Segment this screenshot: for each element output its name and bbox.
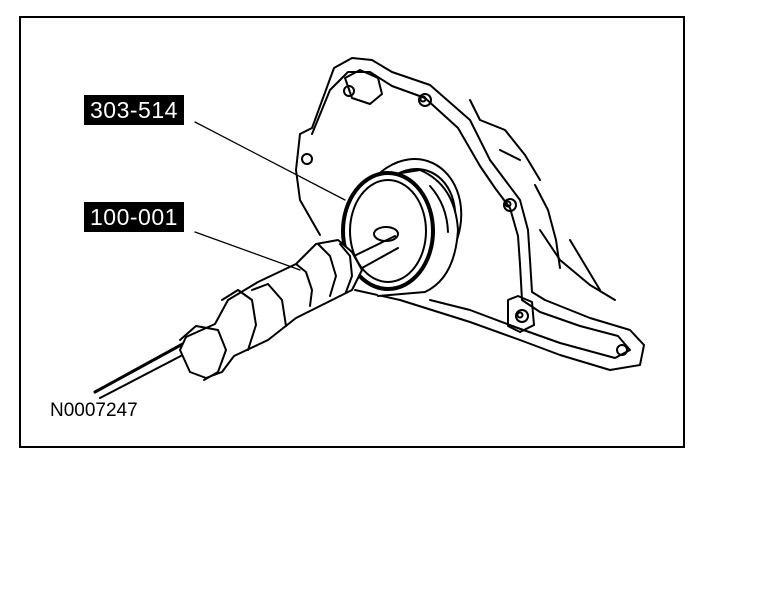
leader-line-1 — [194, 121, 346, 201]
figure-id-label: N0007247 — [50, 400, 138, 421]
callout-tool-100-001: 100-001 — [84, 202, 184, 232]
leader-lines — [194, 121, 346, 271]
seal-installer-tool — [341, 169, 459, 297]
engine-cover-plate — [295, 57, 645, 371]
leader-line-2 — [194, 231, 301, 271]
driver-handle-tool — [93, 235, 399, 399]
callout-tool-303-514: 303-514 — [84, 95, 184, 125]
